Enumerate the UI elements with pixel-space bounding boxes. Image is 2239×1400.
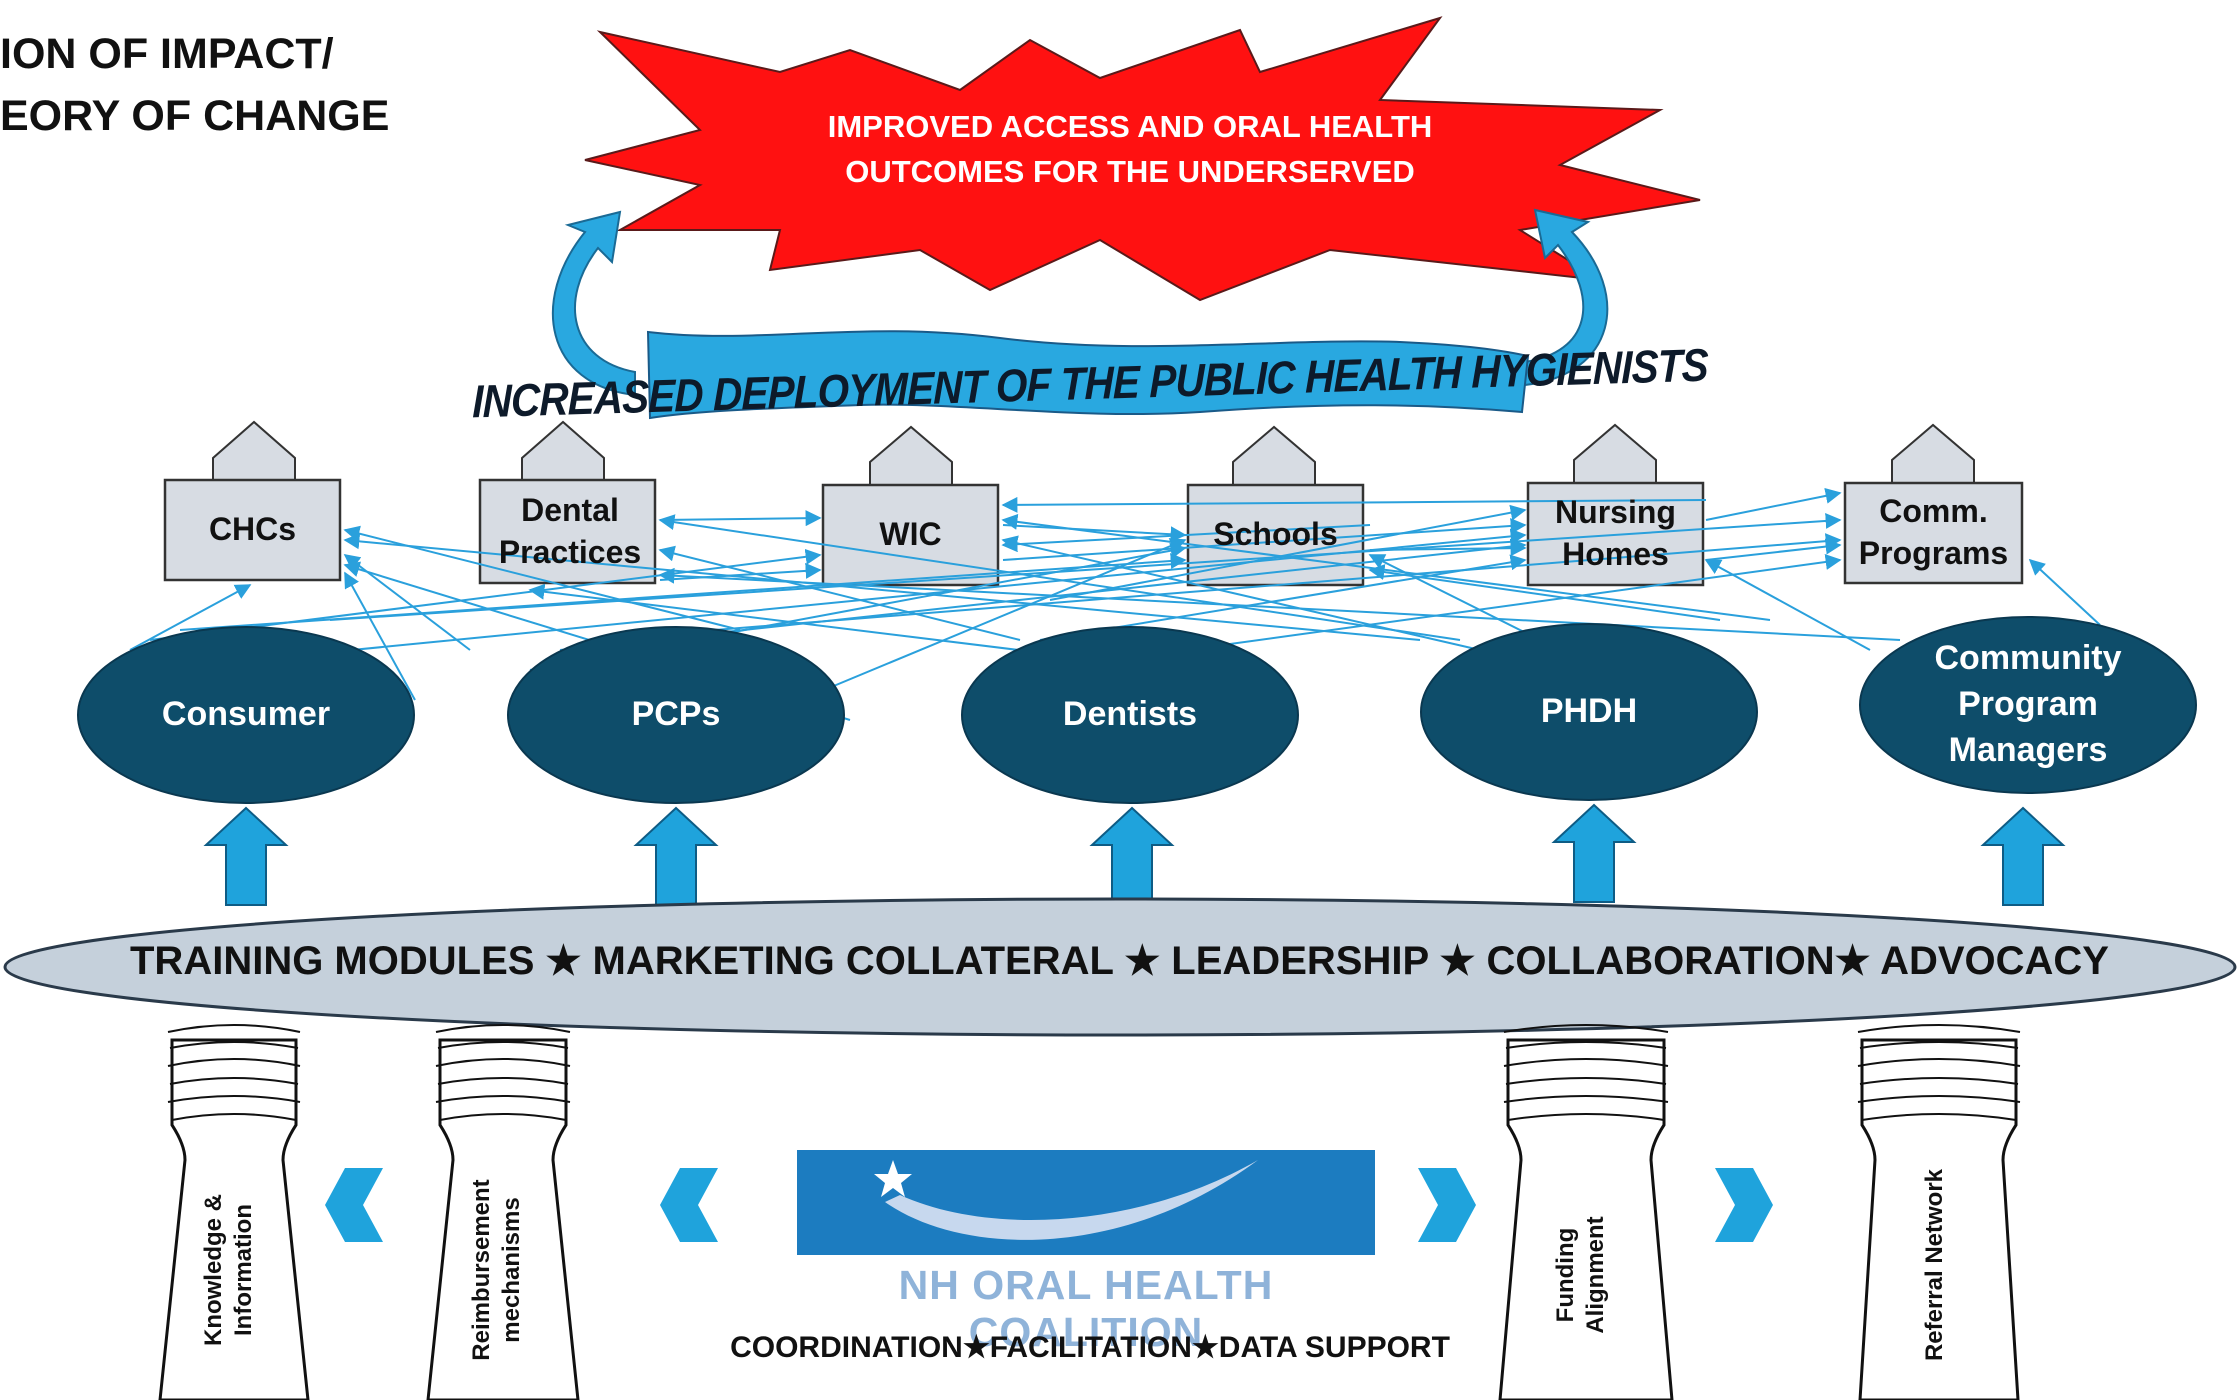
pillar-knowledge [158,1024,310,1400]
up-arrow-community [1980,806,2066,906]
box-chcs [163,478,342,582]
title-line-2: EORY OF CHANGE [0,92,390,140]
oval-community-program-managers [1859,616,2197,794]
curved-arrow-right [1524,208,1609,387]
pillar-label-funding: Funding Alignment [1551,1165,1621,1385]
box-wic [821,483,1000,587]
setting-up-arrows [212,420,1975,486]
pillar-referral [1857,1024,2021,1400]
oval-label-community-program-managers: Community Program Managers [1934,639,2122,769]
chevron-right-icon-1 [1418,1168,1476,1242]
goal-line-2: OUTCOMES FOR THE UNDERSERVED [845,153,1415,189]
foundation-ellipse [3,897,2237,1037]
pillar-label-knowledge: Knowledge & Information [199,1160,269,1380]
up-arrow-phdh [1551,803,1637,903]
box-label-schools: Schools [1213,516,1338,553]
tagline: COORDINATION★FACILITATION★DATA SUPPORT [730,1331,1450,1364]
oval-label-pcps: PCPs [631,695,721,734]
logo-background [797,1150,1375,1255]
connector-lines [129,488,2101,721]
logo-star-icon [874,1160,912,1197]
oval-phdh [1420,623,1758,801]
pillar-funding [1498,1024,1674,1400]
goal-line-1: IMPROVED ACCESS AND ORAL HEALTH [827,109,1433,144]
pillar-reimbursement [426,1024,580,1400]
logo-name: NH ORAL HEALTH COALITION [898,1262,1274,1355]
oval-label-phdh: PHDH [1540,692,1638,731]
curved-arrow-left [552,210,636,397]
goal-text: IMPROVED ACCESS AND ORAL HEALTH OUTCOMES… [780,105,1480,195]
shooting-star-icon [885,1160,1258,1240]
pillar-label-referral: Referral Network [1921,1168,1948,1362]
pillar-label-reimbursement-text: Reimbursement mechanisms [468,1179,525,1361]
deployment-banner [646,330,1530,420]
box-label-dental-practices: Dental Practices [498,491,642,570]
up-arrow-nursing [1573,423,1657,484]
oval-dentists [961,626,1299,804]
box-label-comm-programs: Comm. Programs [1858,493,2009,571]
oval-pcps [507,626,845,804]
foundation-text: TRAINING MODULES ★ MARKETING COLLATERAL … [130,939,2109,983]
chevron-left-icon-1 [325,1168,383,1242]
oval-label-consumer: Consumer [161,695,331,734]
box-label-chcs: CHCs [208,511,297,548]
box-comm-programs [1843,481,2024,585]
oval-label-dentists: Dentists [1062,695,1198,734]
up-arrow-wic [869,425,953,486]
oval-consumer [77,626,415,804]
up-arrow-pcps [633,806,719,906]
chevron-left-icon-2 [660,1168,718,1242]
chevron-right-icon-2 [1715,1168,1773,1242]
up-arrow-consumer [203,806,289,906]
up-arrow-chcs [212,420,296,481]
pillar-label-knowledge-text: Knowledge & Information [200,1194,257,1347]
up-arrow-dentists [1089,806,1175,906]
pillars [158,1024,2021,1400]
logo [797,1150,1375,1255]
up-arrow-comm [1891,423,1975,484]
box-label-wic: WIC [879,516,942,553]
up-arrow-schools [1232,425,1316,486]
pillar-label-reimbursement: Reimbursement mechanisms [467,1160,537,1380]
up-arrow-dental [521,420,605,481]
goal-starburst [584,16,1701,302]
title-line-1: ION OF IMPACT/ [0,30,334,78]
box-label-nursing-homes: Nursing Homes [1555,494,1676,572]
foundation-up-arrows [203,803,2066,906]
pillar-label-funding-text: Funding Alignment [1552,1216,1609,1334]
chevrons [325,1168,1773,1242]
